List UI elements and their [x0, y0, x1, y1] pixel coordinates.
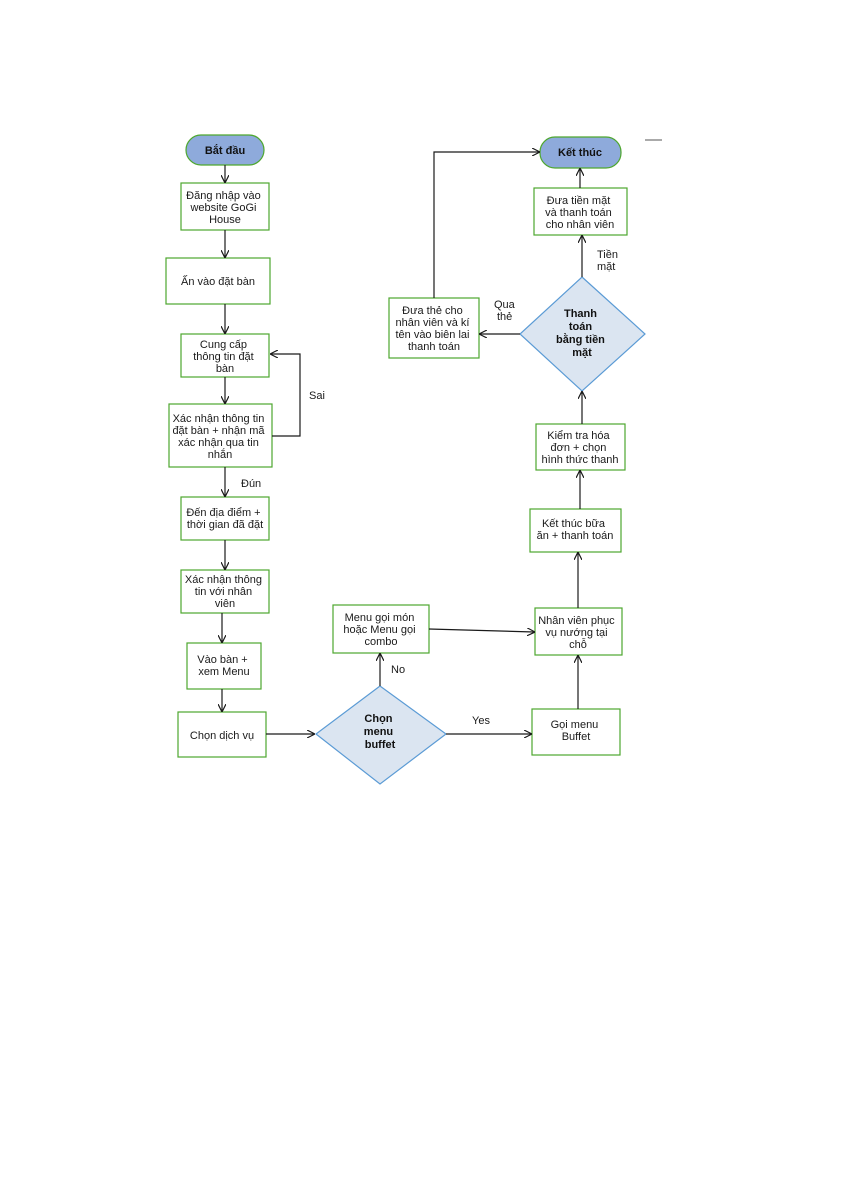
order-buffet-label: Gọi menu Buffet — [551, 719, 602, 743]
end-node: Kết thúc — [539, 136, 622, 169]
start-node: Bắt đầu — [185, 134, 265, 166]
start-label: Bắt đầu — [205, 144, 245, 157]
confirm-staff-label: Xác nhận thông tin với nhân viên — [185, 574, 265, 610]
finish-meal-label: Kết thúc bữa ăn + thanh toán — [537, 518, 614, 542]
menu-order-node: Menu gọi món hoặc Menu gọi combo — [332, 604, 430, 654]
cash-decision-label: Thanh toán bằng tiền mặt — [556, 308, 608, 359]
connectors — [222, 152, 582, 734]
buffet-decision-label: Chọn menu buffet — [364, 713, 396, 751]
card-pay-node: Đưa thẻ cho nhân viên và kí tên vào biên… — [388, 297, 480, 359]
arrive-node: Đến địa điểm + thời gian đã đặt — [180, 496, 270, 541]
confirm-staff-node: Xác nhận thông tin với nhân viên — [180, 569, 270, 614]
finish-meal-node: Kết thúc bữa ăn + thanh toán — [529, 508, 622, 553]
click-book-label: Ấn vào đặt bàn — [181, 275, 255, 288]
edge-label-correct: Đún — [241, 478, 261, 490]
cash-pay-node: Đưa tiền mặt và thanh toán cho nhân viên — [533, 187, 628, 236]
seat-menu-label: Vào bàn + xem Menu — [197, 654, 251, 678]
seat-menu-node: Vào bàn + xem Menu — [186, 642, 262, 690]
order-buffet-node: Gọi menu Buffet — [531, 708, 621, 756]
provide-info-label: Cung cấp thông tin đặt bàn — [193, 339, 257, 375]
edge-label-yes: Yes — [472, 715, 490, 727]
login-label: Đăng nhập vào website GoGi House — [186, 190, 264, 226]
staff-grill-label: Nhân viên phục vụ nướng tại chỗ — [538, 615, 618, 651]
cash-pay-label: Đưa tiền mặt và thanh toán cho nhân viên — [545, 195, 615, 231]
click-book-node: Ấn vào đặt bàn — [165, 257, 271, 305]
edge-label-wrong: Sai — [309, 390, 325, 402]
edge-label-no: No — [391, 664, 405, 676]
login-node: Đăng nhập vào website GoGi House — [180, 182, 270, 231]
arrow-menu-grill — [428, 629, 534, 632]
edge-label-cash: Tiền mặt — [597, 249, 621, 273]
arrow-card-end — [433, 152, 539, 298]
arrow-confirm-loop — [271, 354, 301, 437]
choose-service-node: Chọn dịch vụ — [177, 711, 267, 758]
choose-service-label: Chọn dịch vụ — [190, 730, 254, 742]
end-label: Kết thúc — [558, 147, 602, 159]
provide-info-node: Cung cấp thông tin đặt bàn — [180, 333, 270, 378]
card-pay-label: Đưa thẻ cho nhân viên và kí tên vào biên… — [395, 305, 472, 353]
confirm-info-node: Xác nhận thông tin đặt bàn + nhận mã xác… — [168, 403, 273, 468]
check-bill-node: Kiểm tra hóa đơn + chọn hình thức thanh — [535, 423, 626, 471]
arrive-label: Đến địa điểm + thời gian đã đặt — [186, 507, 263, 531]
buffet-decision-node: Chọn menu buffet — [315, 685, 448, 785]
confirm-info-label: Xác nhận thông tin đặt bàn + nhận mã xác… — [172, 413, 267, 461]
staff-grill-node: Nhân viên phục vụ nướng tại chỗ — [534, 607, 623, 656]
edge-label-card: Qua thẻ — [494, 299, 518, 323]
check-bill-label: Kiểm tra hóa đơn + chọn hình thức thanh — [541, 430, 618, 466]
menu-order-label: Menu gọi món hoặc Menu gọi combo — [343, 612, 418, 648]
cash-decision-node: Thanh toán bằng tiền mặt — [519, 276, 646, 392]
